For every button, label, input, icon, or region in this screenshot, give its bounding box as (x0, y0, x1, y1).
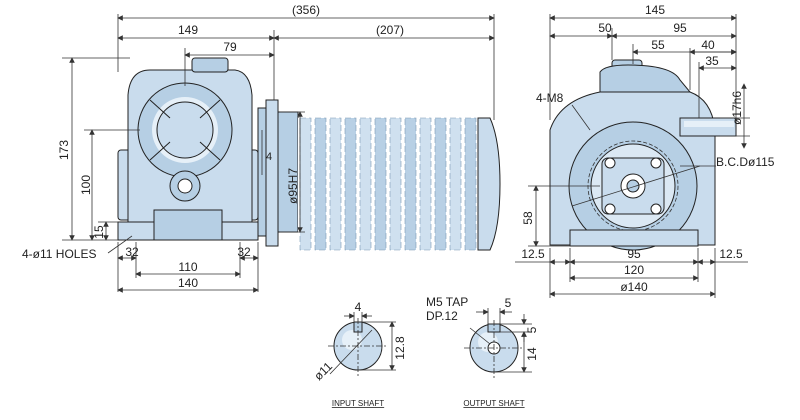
dim-overall-length: (356) (292, 3, 320, 17)
caption-output-shaft: OUTPUT SHAFT (463, 399, 524, 408)
dim-front-overall-width: 145 (645, 3, 665, 17)
motor-fin (374, 117, 387, 251)
dim-flange-dia: ø140 (620, 280, 648, 294)
dim-output-key-depth: 5 (525, 326, 539, 333)
dim-output-shaft-dia: ø17h6 (730, 91, 744, 125)
caption-input-shaft: INPUT SHAFT (332, 399, 384, 408)
front-view: 145 50 95 55 40 35 ø17h6 4-M8 B.C.Dø115 … (515, 3, 775, 298)
side-view: (356) 149 (207) 79 173 100 15 ø95H7 4 32 (22, 3, 501, 293)
label-output-tap-1: M5 TAP (426, 295, 468, 309)
dim-width-95: 95 (673, 21, 687, 35)
flange-bolt-hole (604, 203, 616, 215)
dim-width-35: 35 (705, 54, 719, 68)
front-housing (549, 59, 737, 251)
foot-left (117, 221, 155, 241)
dim-center-height: 58 (521, 211, 535, 225)
dim-flange-step: 4 (266, 151, 272, 163)
motor-fin (404, 117, 417, 251)
motor-fin (359, 117, 372, 251)
dim-output-key-width: 5 (505, 296, 512, 310)
dim-hole-pitch: 110 (178, 260, 197, 274)
dim-foot-edge-right: 32 (237, 245, 251, 259)
gear-housing (117, 57, 259, 241)
dim-base-width: 120 (624, 263, 644, 277)
dim-shaft-height: 100 (79, 175, 93, 195)
dim-width-50: 50 (598, 21, 612, 35)
label-holes: 4-ø11 HOLES (22, 247, 96, 261)
dim-height: 173 (57, 140, 71, 160)
dim-width-40: 40 (701, 38, 715, 52)
dim-shaft-offset: 79 (223, 40, 237, 54)
label-tap: 4-M8 (536, 91, 564, 105)
motor-fin (464, 117, 477, 251)
flange-bolt-hole (650, 157, 662, 169)
dim-margin-left: 12.5 (521, 247, 545, 261)
dim-flange-pilot: ø95H7 (286, 168, 300, 204)
dim-foot-edge-left: 32 (125, 245, 139, 259)
dim-output-key-height: 14 (525, 347, 539, 361)
vent-plug (191, 57, 229, 73)
motor-body (298, 117, 501, 251)
dim-width-55: 55 (651, 38, 665, 52)
dim-input-key-height: 12.8 (393, 336, 407, 360)
dim-bolt-span: 95 (627, 247, 641, 261)
motor-fin (344, 117, 357, 251)
flange-bolt-hole (650, 203, 662, 215)
dim-input-key-width: 4 (355, 300, 362, 314)
dim-gear-section: 149 (178, 23, 198, 37)
motor-fin (389, 117, 402, 251)
label-bcd: B.C.Dø115 (716, 155, 775, 169)
motor-fin (434, 117, 447, 251)
dim-base-length: 140 (178, 276, 198, 290)
dim-margin-right: 12.5 (719, 247, 743, 261)
motor-fin (329, 117, 342, 251)
dim-input-shaft-dia: ø11 (311, 359, 335, 383)
foot-right (221, 221, 259, 241)
input-shaft-detail: 4 12.8 ø11 INPUT SHAFT (311, 300, 407, 408)
dim-motor-section: (207) (376, 23, 404, 37)
motor-fin (299, 117, 312, 251)
output-shaft-detail: 5 5 14 M5 TAP DP.12 OUTPUT SHAFT (426, 295, 539, 408)
motor-fin (419, 117, 432, 251)
motor-fin (449, 117, 462, 251)
label-output-tap-2: DP.12 (426, 309, 458, 323)
motor-fin (314, 117, 327, 251)
dim-foot-height: 15 (92, 225, 106, 239)
flange-bolt-hole (604, 157, 616, 169)
